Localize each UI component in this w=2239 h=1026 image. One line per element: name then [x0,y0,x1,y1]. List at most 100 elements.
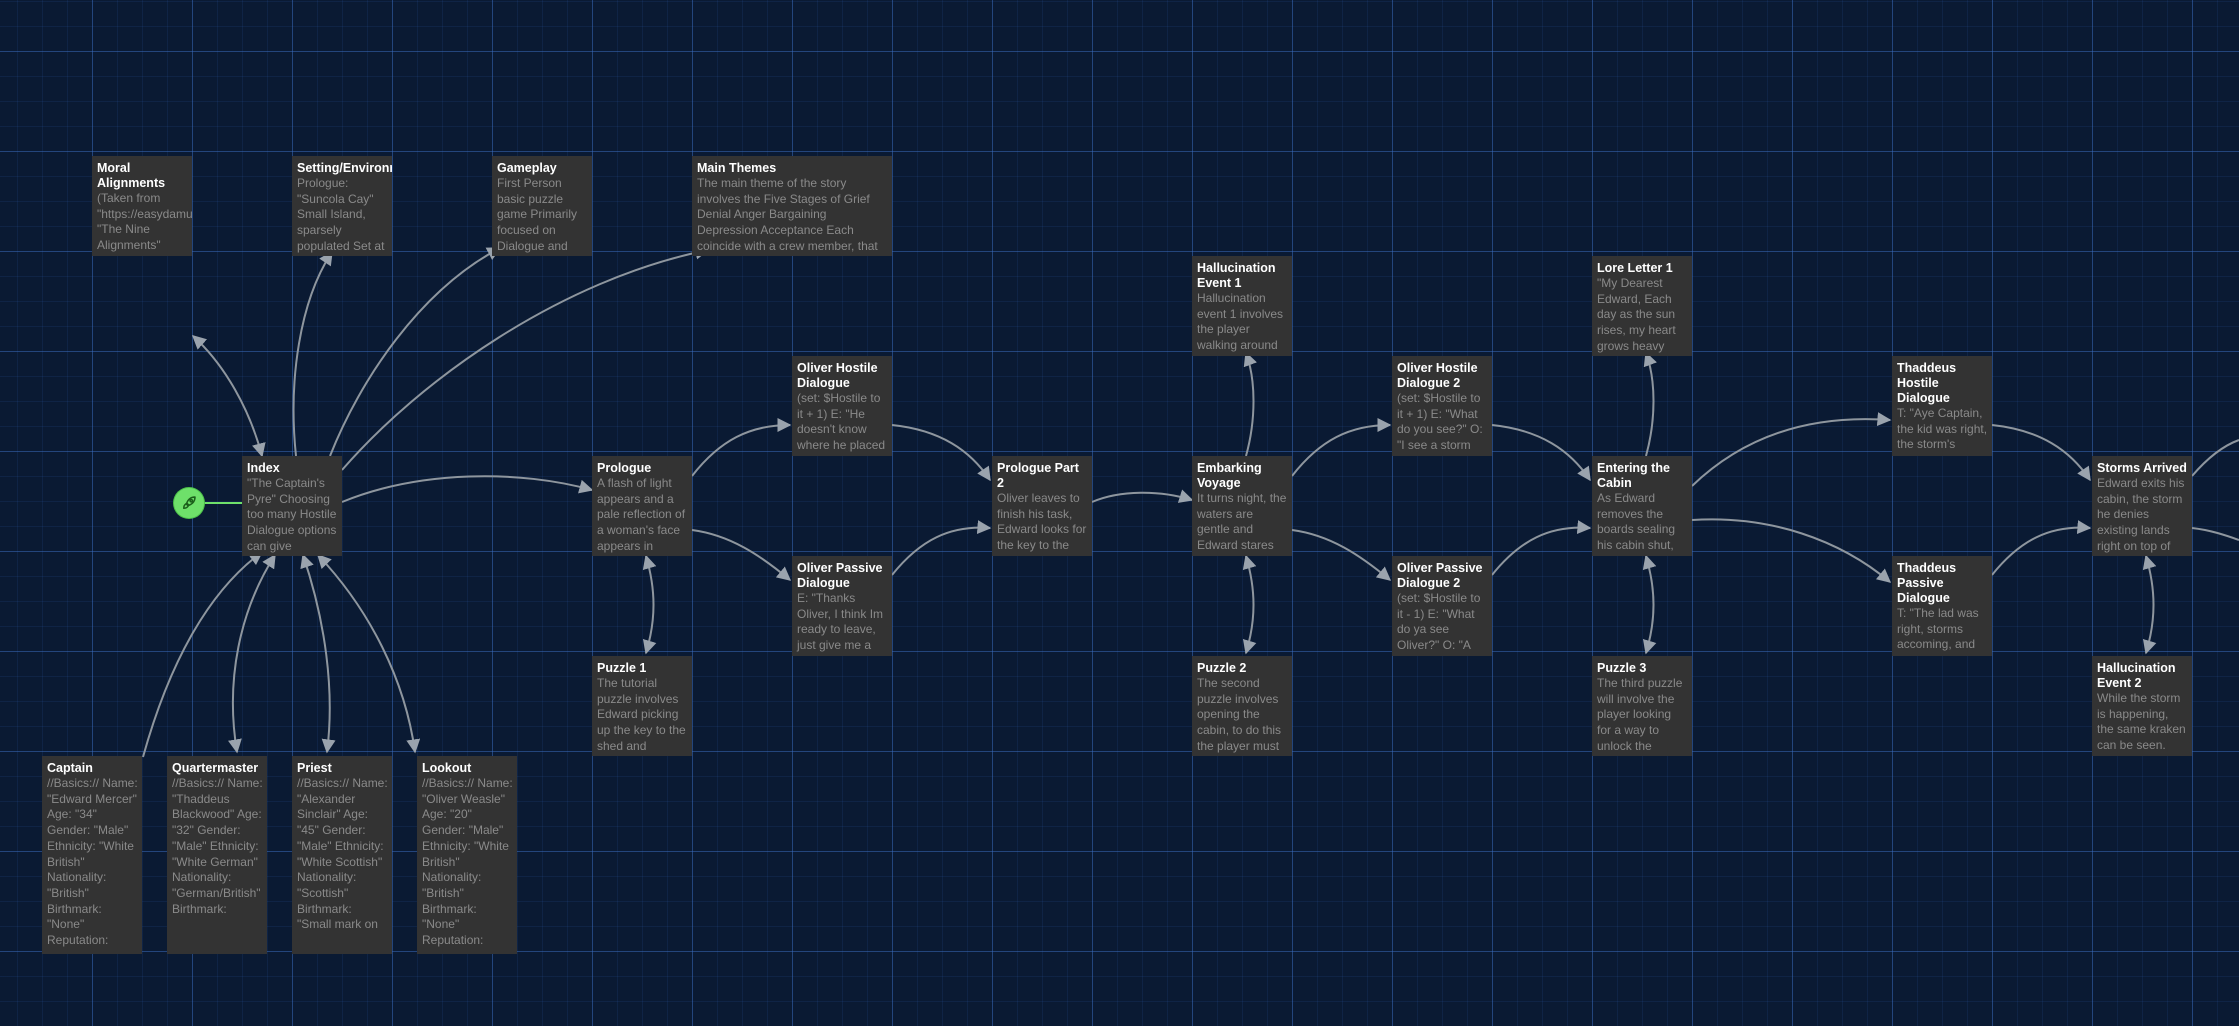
link-index-themes [341,245,710,471]
passage-title: Priest [297,761,332,775]
passage-captain[interactable]: Captain //Basics:// Name: "Edward Mercer… [42,756,142,954]
passage-title: Captain [47,761,93,775]
passage-title: Quartermaster [172,761,259,775]
passage-excerpt: Oliver leaves to finish his task, Edward… [997,491,1087,556]
passage-excerpt: (set: $Hostile to it + 1) E: "What do yo… [1397,391,1483,453]
passage-quartermaster[interactable]: Quartermaster //Basics:// Name: "Thaddeu… [167,756,267,954]
passage-hallucination-event-1[interactable]: Hallucination Event 1 Hallucination even… [1192,256,1292,356]
link-prologue-oliverhostile [691,418,792,477]
passage-title: Hallucination Event 1 [1197,261,1276,290]
passage-title: Main Themes [697,161,777,175]
link-embarking-puzzle2 [1242,554,1257,655]
link-index-setting [292,250,333,457]
link-cabin-puzzle3 [1642,554,1657,655]
passage-excerpt: As Edward removes the boards sealing his… [1597,491,1676,553]
passage-excerpt: T: "The lad was right, storms accoming, … [1897,606,1979,652]
passage-excerpt: (Taken from "https://easydamus.com") "Th… [97,191,192,256]
passage-excerpt: The third puzzle will involve the player… [1597,676,1683,753]
link-oliverhostile2-cabin [1491,424,1591,482]
passage-embarking-voyage[interactable]: Embarking Voyage It turns night, the wat… [1192,456,1292,556]
passage-excerpt: While the storm is happening, the same k… [2097,691,2186,753]
link-prologue2-embarking [1091,489,1194,503]
passage-lore-letter-1[interactable]: Lore Letter 1 "My Dearest Edward, Each d… [1592,256,1692,356]
passage-title: Lore Letter 1 [1597,261,1673,275]
passage-oliver-passive-dialogue-2[interactable]: Oliver Passive Dialogue 2 (set: $Hostile… [1392,556,1492,656]
passage-excerpt: //Basics:// Name: "Thaddeus Blackwood" A… [172,776,263,916]
link-prologue-oliverpassive [691,529,792,581]
passage-puzzle-2[interactable]: Puzzle 2 The second puzzle involves open… [1192,656,1292,756]
passage-setting-environment[interactable]: Setting/Environment Prologue: "Suncola C… [292,156,392,256]
passage-title: Setting/Environment [297,161,392,175]
passage-entering-the-cabin[interactable]: Entering the Cabin As Edward removes the… [1592,456,1692,556]
passage-title: Thaddeus Passive Dialogue [1897,561,1957,605]
passage-title: Puzzle 1 [597,661,647,675]
link-oliverpassive-prologue2 [891,520,992,576]
passage-excerpt: Prologue: "Suncola Cay" Small Island, sp… [297,176,385,253]
passage-title: Oliver Passive Dialogue 2 [1397,561,1483,590]
link-index-gameplay [329,247,502,457]
passage-excerpt: E: "Thanks Oliver, I think Im ready to l… [797,591,884,653]
link-embarking-oliverpassive2 [1291,529,1392,581]
link-captain-index [142,551,264,758]
passage-thaddeus-hostile-dialogue[interactable]: Thaddeus Hostile Dialogue T: "Aye Captai… [1892,356,1992,456]
link-embarking-halluc1 [1243,351,1257,457]
passage-storms-arrived[interactable]: Storms Arrived Edward exits his cabin, t… [2092,456,2192,556]
link-oliverhostile-prologue2 [891,424,991,482]
passage-excerpt: "My Dearest Edward, Each day as the sun … [1597,276,1676,353]
passage-title: Entering the Cabin [1597,461,1670,490]
passage-title: Prologue [597,461,652,475]
passage-excerpt: It turns night, the waters are gentle an… [1197,491,1287,553]
passage-thaddeus-passive-dialogue[interactable]: Thaddeus Passive Dialogue T: "The lad wa… [1892,556,1992,656]
passage-index[interactable]: Index "The Captain's Pyre" Choosing too … [242,456,342,556]
passage-excerpt: The second puzzle involves opening the c… [1197,676,1282,753]
link-thaddeuspassive-storms [1991,520,2092,576]
passage-title: Embarking Voyage [1197,461,1262,490]
passage-excerpt: //Basics:// Name: "Oliver Weasle" Age: "… [422,776,513,948]
passage-excerpt: Edward exits his cabin, the storm he den… [2097,476,2185,553]
passage-gameplay[interactable]: Gameplay First Person basic puzzle game … [492,156,592,256]
passage-excerpt: The main theme of the story involves the… [697,176,878,253]
passage-oliver-hostile-dialogue[interactable]: Oliver Hostile Dialogue (set: $Hostile t… [792,356,892,456]
passage-oliver-passive-dialogue[interactable]: Oliver Passive Dialogue E: "Thanks Olive… [792,556,892,656]
passage-title: Gameplay [497,161,557,175]
passage-title: Lookout [422,761,472,775]
passage-title: Oliver Hostile Dialogue [797,361,878,390]
link-index-priest [300,553,336,754]
passage-title: Prologue Part 2 [997,461,1079,490]
passage-excerpt: A flash of light appears and a pale refl… [597,476,686,553]
passage-excerpt: (set: $Hostile to it + 1) E: "He doesn't… [797,391,886,453]
link-cabin-thaddeushostile [1691,412,1892,487]
passage-hallucination-event-2[interactable]: Hallucination Event 2 While the storm is… [2092,656,2192,756]
passage-prologue[interactable]: Prologue A flash of light appears and a … [592,456,692,556]
link-index-prologue [341,475,594,503]
link-storms-halluc2 [2142,554,2157,655]
link-embarking-oliverhostile2 [1291,418,1392,477]
passage-moral-alignments[interactable]: Moral Alignments (Taken from "https://ea… [92,156,192,256]
passage-priest[interactable]: Priest //Basics:// Name: "Alexander Sinc… [292,756,392,954]
link-thaddeushostile-storms [1991,424,2091,482]
passage-title: Moral Alignments [97,161,166,190]
link-cabin-lore1 [1643,351,1657,457]
passage-title: Storms Arrived [2097,461,2187,475]
passage-puzzle-3[interactable]: Puzzle 3 The third puzzle will involve t… [1592,656,1692,756]
passage-title: Puzzle 3 [1597,661,1647,675]
link-cabin-thaddeuspassive [1691,518,1892,583]
passage-title: Hallucination Event 2 [2097,661,2176,690]
link-storms-offscreen-top [2191,439,2239,477]
passage-excerpt: //Basics:// Name: "Alexander Sinclair" A… [297,776,388,932]
passage-lookout[interactable]: Lookout //Basics:// Name: "Oliver Weasle… [417,756,517,954]
rocket-icon [183,496,196,509]
passage-puzzle-1[interactable]: Puzzle 1 The tutorial puzzle involves Ed… [592,656,692,756]
start-passage-badge[interactable] [174,488,204,518]
passage-title: Thaddeus Hostile Dialogue [1897,361,1957,405]
passage-excerpt: (set: $Hostile to it - 1) E: "What do ya… [1397,591,1481,653]
passage-main-themes[interactable]: Main Themes The main theme of the story … [692,156,892,256]
passage-title: Index [247,461,280,475]
passage-oliver-hostile-dialogue-2[interactable]: Oliver Hostile Dialogue 2 (set: $Hostile… [1392,356,1492,456]
passage-excerpt: First Person basic puzzle game Primarily… [497,176,578,253]
link-prologue-puzzle1 [642,554,657,655]
link-storms-offscreen-bottom [2191,527,2239,541]
passage-excerpt: //Basics:// Name: "Edward Mercer" Age: "… [47,776,138,948]
passage-prologue-part-2[interactable]: Prologue Part 2 Oliver leaves to finish … [992,456,1092,556]
passage-title: Puzzle 2 [1197,661,1247,675]
